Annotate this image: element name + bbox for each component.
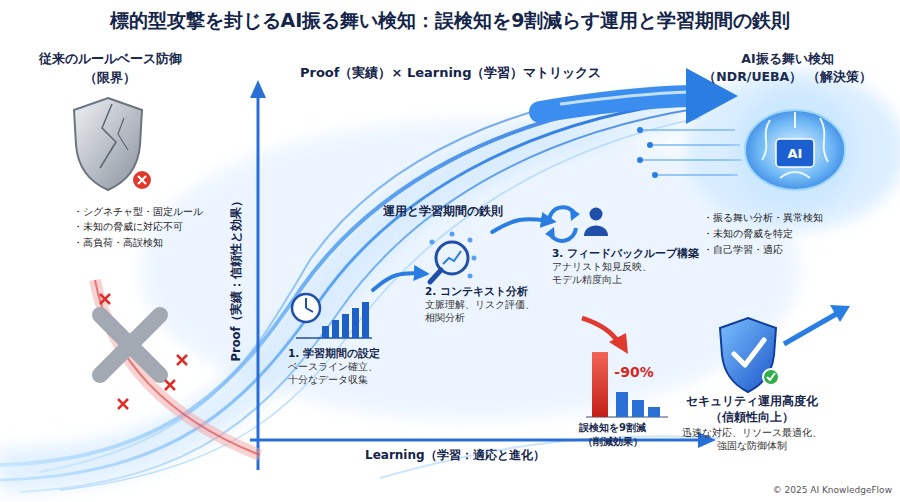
ai-brain [745,110,845,190]
step-box: 3. フィードバックループ構築アナリスト知見反映、 モデル精度向上 [552,196,712,287]
ok-badge [763,369,779,385]
diagram-title: 標的型攻撃を封じるAI振る舞い検知：誤検知を9割減らす運用と学習期間の鉄則 [0,8,900,34]
network-dot [450,232,455,237]
flow-arrow [492,219,552,232]
red-cross [177,355,187,365]
node-text: ・未知の脅威を特定 [695,226,880,242]
axis-head [250,80,266,98]
percent-value: -90% [614,364,653,380]
brain-glow [733,88,857,212]
ok-badge [767,373,775,380]
node-heading: AI振る舞い検知（NDR/UEBA） （解決策） [695,50,880,86]
node-heading: 2. コンテキスト分析 [425,284,537,298]
red-cross [100,294,110,304]
gray-cross [100,315,160,375]
network-dot [472,256,477,261]
shield-crack [100,104,116,168]
blue-bar [616,392,628,417]
network-dot [468,238,473,243]
cycle-arrow [570,208,580,221]
blue-bar [648,407,660,417]
clock-hands [306,298,313,312]
swoosh-line [60,118,700,490]
step-box: 1. 学習期間の設定ベースライン確立、 十分なデータ収集 [288,290,388,387]
person-icon [590,208,603,221]
node-heading: 3. フィードバックループ構築 [552,246,712,260]
solution-panel: AI振る舞い検知（NDR/UEBA） （解決策） ・振る舞い分析・異常検知・未知の… [695,50,880,258]
node-text: アナリスト知見反映、 モデル精度向上 [552,261,712,287]
circuit-node [647,142,653,148]
bar [332,320,339,338]
circuit-node [637,157,643,163]
error-badge [132,170,152,190]
up-arrow [784,313,838,344]
limit-panel: 従来のルールベース防御 （限界） ・シグネチャ型・固定ルール・未知の脅威に対応不可… [15,50,205,250]
network-dot [468,274,473,279]
node-text: ベースライン確立、 十分なデータ収集 [288,361,388,387]
red-cross [118,399,128,409]
up-arrow-head [830,305,850,322]
circuit-node [637,127,643,133]
circuit-node [652,172,658,178]
network-dot [430,240,435,245]
blue-bar [632,400,644,417]
person-icon [584,226,608,237]
result-box: セキュリティ運用高度化 （信頼性向上）迅速な対応、リソース最適化、 強固な防御体… [672,394,832,453]
node-text: 文脈理解、リスク評価、 相関分析 [425,299,537,325]
node-text: ・自己学習・適応 [695,242,880,258]
red-bar [592,352,608,417]
node-text: ・シグネチャ型・固定ルール [15,204,205,220]
trend-line [443,251,461,264]
down-arrow [582,318,618,342]
y-axis [257,94,260,470]
ai-chip [776,139,814,167]
step-box: 2. コンテキスト分析文脈理解、リスク評価、 相関分析 [425,232,537,325]
axis-label: Proof（実績：信頼性と効果） [229,195,244,362]
effect-box: 誤検知を9割減 （削減効果） [565,421,660,448]
node-text: ・高負荷・高誤検知 [15,235,205,251]
section-heading: 運用と学習期間の鉄則 [383,203,503,220]
circuit-line [640,130,742,175]
brain-fold [762,112,828,178]
error-badge [138,176,146,184]
big-arrow-highlight [560,92,690,104]
flow-arrow [373,273,425,290]
bar [322,326,329,338]
node-text: 迅速な対応、リソース最適化、 強固な防御体制 [672,427,832,453]
copyright: © 2025 AI KnowledgeFlow [756,485,892,495]
node-heading: 誤検知を9割減 （削減効果） [565,421,660,448]
bar [342,314,349,338]
bar [362,302,369,338]
chip-label: AI [788,146,803,161]
magnifier-handle [430,270,441,282]
node-text: ・振る舞い分析・異常検知 [695,210,880,226]
clock-icon [292,294,320,322]
matrix-title: Proof（実績）× Learning（学習）マトリックス [300,64,601,82]
red-cross [165,380,175,390]
shield-crack [118,118,128,150]
cycle-arrow [545,227,555,240]
axis-label: Learning（学習：適応と進化） [365,447,545,464]
node-heading: 1. 学習期間の設定 [288,346,388,360]
node-heading: セキュリティ運用高度化 （信頼性向上） [672,394,832,425]
check-mark [734,340,764,365]
down-arrow-head [609,333,628,354]
node-heading: 従来のルールベース防御 （限界） [15,50,205,88]
bar [352,308,359,338]
node-text: ・未知の脅威に対応不可 [15,219,205,235]
